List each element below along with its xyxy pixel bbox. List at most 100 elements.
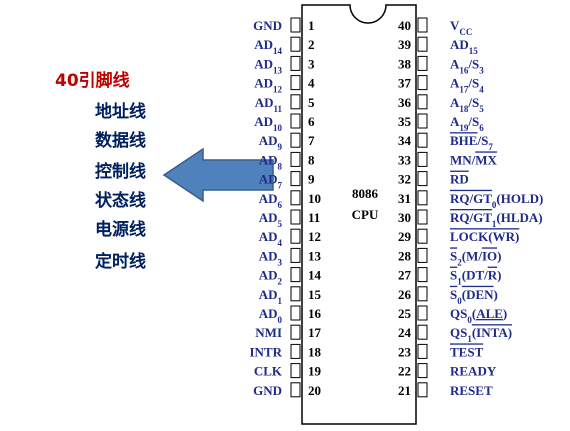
pin-name-part: CLK — [254, 364, 283, 379]
pin-lead — [290, 190, 301, 206]
pin-number: 10 — [308, 191, 321, 206]
pin-number: 15 — [308, 287, 322, 302]
pin-name: NMI — [255, 325, 282, 340]
pin-number: 6 — [308, 114, 315, 129]
pin-name: AD2 — [259, 268, 283, 287]
pin-lead — [290, 94, 301, 110]
chip-name-line1: 8086 — [352, 186, 379, 201]
pin-name-part: S — [450, 248, 457, 263]
pin-name-part: RD — [450, 172, 469, 187]
pin-name-part: S — [450, 287, 457, 302]
pin-name-part: 5 — [278, 219, 283, 229]
pin-name: AD11 — [255, 95, 283, 114]
pin-name: GND — [253, 383, 282, 398]
pin-number: 39 — [398, 37, 412, 52]
pin-number: 36 — [398, 95, 412, 110]
pin-name-part: 3 — [278, 257, 283, 267]
pin-lead — [290, 363, 301, 379]
pin-lead — [290, 209, 301, 225]
pin-lead — [290, 305, 301, 321]
pin-number: 13 — [308, 248, 322, 263]
pin-name-part: 18 — [459, 104, 469, 114]
pin-name-part: 0 — [467, 315, 472, 325]
pin-name-part: ) — [503, 306, 507, 321]
pin-number: 22 — [398, 364, 411, 379]
pin-number: 34 — [398, 133, 412, 148]
pin-number: 1 — [308, 18, 315, 33]
pin-lead — [417, 75, 428, 91]
pin-name-part: 6 — [278, 200, 283, 210]
pin-lead — [417, 305, 428, 321]
pin-name-part: (M/ — [462, 248, 483, 263]
pin-name: AD6 — [259, 191, 283, 210]
pin-lead — [290, 151, 301, 167]
pin-25: 25 QS0(ALE) — [398, 305, 507, 325]
pin-name: AD15 — [450, 37, 478, 56]
pin-32: 32 RD — [398, 171, 469, 187]
pin-name-part: 8 — [278, 161, 283, 171]
pin-name-part: IO — [482, 248, 497, 263]
pin-name-part: AD — [259, 306, 278, 321]
pin-name-part: RQ/GT — [450, 191, 492, 206]
pin-number: 25 — [398, 306, 412, 321]
pin-lead — [417, 94, 428, 110]
pin-name-part: /S — [467, 95, 479, 110]
pin-number: 35 — [398, 114, 412, 129]
pin-name-part: 0 — [457, 296, 462, 306]
pin-name: A16/S3 — [450, 56, 484, 75]
pin-name: S0(DEN) — [450, 287, 498, 306]
pin-name: AD7 — [259, 172, 283, 191]
pin-number: 17 — [308, 325, 322, 340]
pin-name-part: QS — [450, 325, 467, 340]
pin-name-part: 16 — [459, 65, 469, 75]
pin-name: CLK — [254, 364, 283, 379]
pin-name-part: ) — [497, 248, 501, 263]
chip-name-line2: CPU — [352, 207, 379, 222]
pin-name-part: 1 — [457, 277, 462, 287]
pin-number: 30 — [398, 210, 411, 225]
pin-name-part: /S — [467, 76, 479, 91]
pin-lead — [417, 228, 428, 244]
pin-name: AD0 — [259, 306, 283, 325]
pin-name-part: A — [450, 114, 460, 129]
pin-number: 8 — [308, 152, 315, 167]
pin-name-part: (DT/ — [462, 268, 488, 283]
pin-number: 38 — [398, 56, 412, 71]
pin-name-part: GND — [253, 383, 282, 398]
pin-name: A18/S5 — [450, 95, 484, 114]
pin-name-part: (WR) — [488, 229, 519, 244]
pin-name-part: R — [488, 268, 498, 283]
pin-name: QS0(ALE) — [450, 306, 507, 325]
pin-name-part: GND — [253, 18, 282, 33]
pin-name-part: 7 — [488, 142, 493, 152]
pin-name-part: A — [450, 56, 460, 71]
diagram-title: 40引脚线 — [55, 70, 130, 91]
pin-name-part: A — [450, 95, 460, 110]
pin-name: RESET — [450, 383, 493, 398]
pin-number: 16 — [308, 306, 322, 321]
pin-name: BHE/S7 — [450, 133, 493, 152]
category-timing-lines: 定时线 — [95, 251, 146, 272]
pin-name-part: AD — [259, 210, 278, 225]
pin-number: 27 — [398, 268, 412, 283]
pin-lead — [417, 209, 428, 225]
pin-name-part: A — [450, 76, 460, 91]
pin-number: 32 — [398, 172, 411, 187]
pin-name-part: 0 — [492, 200, 497, 210]
pin-lead — [290, 113, 301, 129]
pin-name-part: 3 — [479, 65, 484, 75]
pin-name-part: QS — [450, 306, 467, 321]
pin-name-part: 0 — [278, 315, 283, 325]
pin-name: QS1(INTA) — [450, 325, 512, 344]
pin-number: 11 — [308, 210, 320, 225]
pin-name-part: 11 — [273, 104, 282, 114]
